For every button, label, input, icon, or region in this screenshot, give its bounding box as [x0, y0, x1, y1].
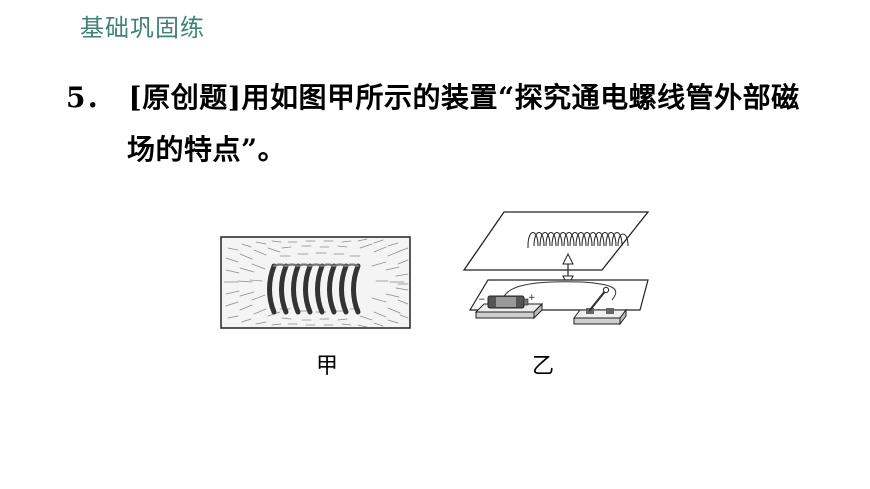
- question-number: 5．: [66, 81, 115, 114]
- question-line-2: 场的特点”。: [127, 133, 287, 166]
- battery-minus-label: −: [478, 295, 486, 305]
- figure-jia-caption: 甲: [316, 354, 339, 379]
- question-text-1: [原创题]用如图甲所示的装置“探究通电螺线管外部磁: [128, 81, 800, 114]
- battery-plus-label: +: [528, 293, 536, 303]
- section-title: 基础巩固练: [80, 14, 205, 42]
- solenoid-circuit-apparatus-icon: − +: [462, 211, 650, 326]
- solenoid-iron-filings-icon: [220, 236, 411, 329]
- question-line-1: 5． [原创题]用如图甲所示的装置“探究通电螺线管外部磁: [66, 76, 800, 116]
- figure-yi-caption: 乙: [532, 354, 555, 379]
